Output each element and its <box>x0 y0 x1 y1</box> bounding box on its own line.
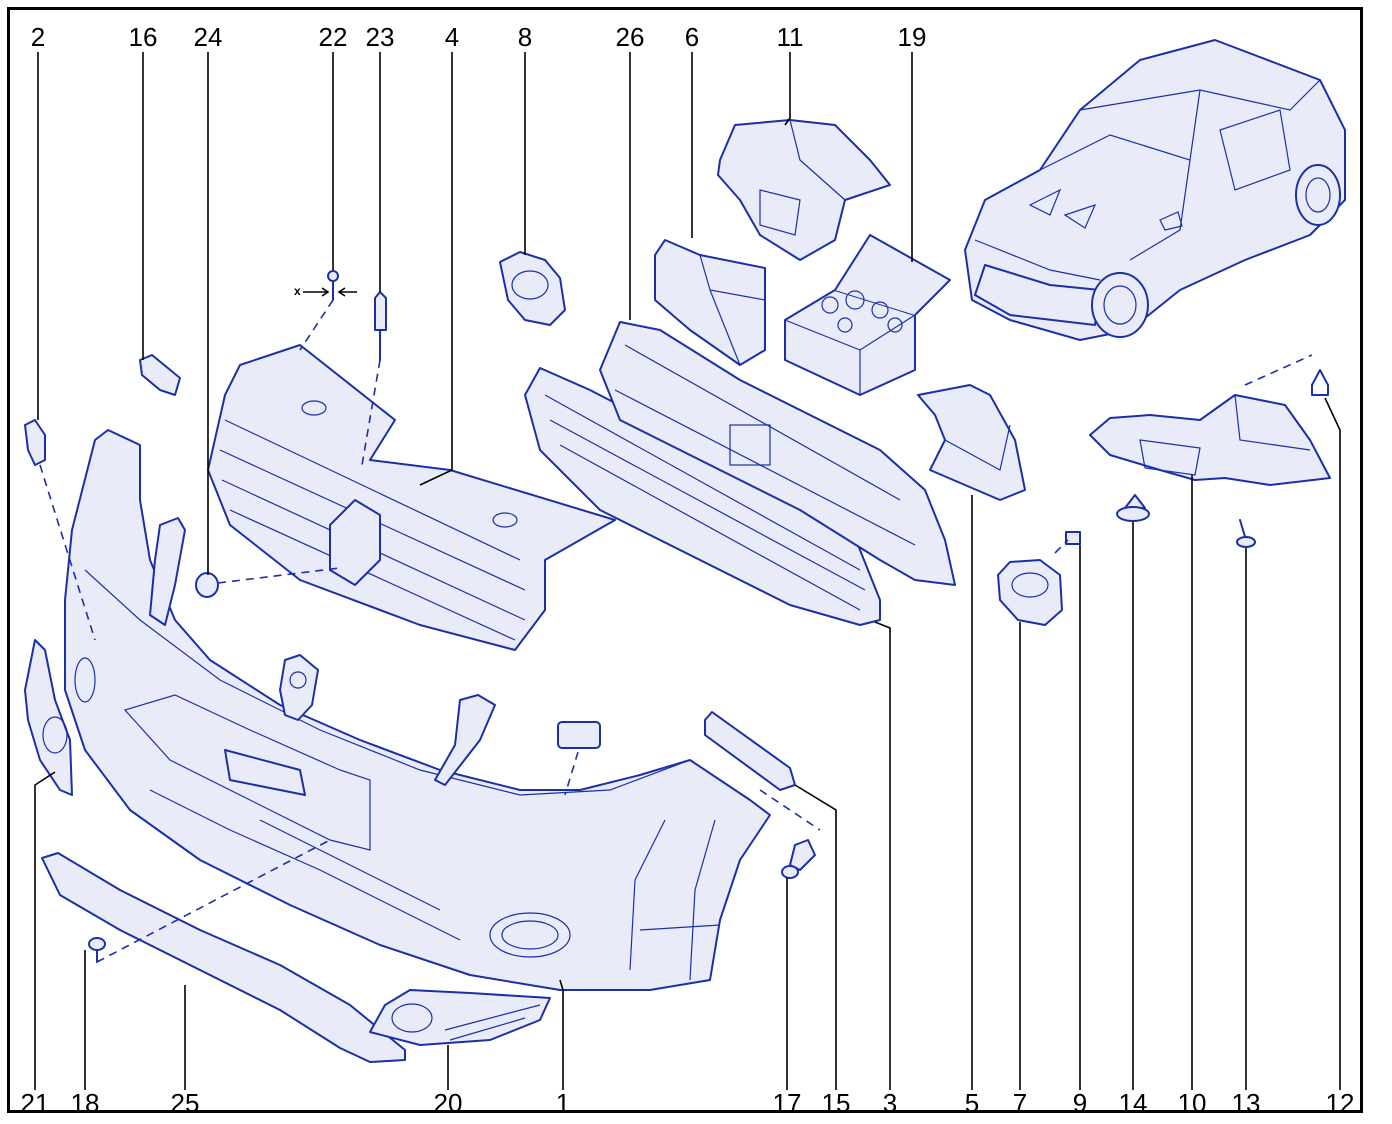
callout-14: 14 <box>1118 1088 1148 1118</box>
callout-19: 19 <box>897 22 927 52</box>
callout-26: 26 <box>615 22 645 52</box>
diagram-frame <box>7 7 1363 1113</box>
callout-22: 22 <box>318 22 348 52</box>
callout-7: 7 <box>1012 1088 1028 1118</box>
upper-grille-4 <box>207 344 616 651</box>
front-bumper-1 <box>64 429 771 991</box>
callout-17: 17 <box>772 1088 802 1118</box>
assembly-dashed-lines <box>39 299 1313 963</box>
callout-12: 12 <box>1325 1088 1355 1118</box>
callout-21: 21 <box>20 1088 50 1118</box>
callout-leader-lines <box>34 52 1341 1090</box>
small-brackets <box>24 354 796 796</box>
callout-11: 11 <box>776 22 804 52</box>
fog-lamp-surround-20 <box>369 989 551 1046</box>
callout-20: 20 <box>433 1088 463 1118</box>
clip-9 <box>1065 531 1081 545</box>
callout-8: 8 <box>517 22 533 52</box>
fasteners <box>88 270 1329 963</box>
callout-1: 1 <box>555 1088 571 1118</box>
grille-frame-26 <box>599 321 956 586</box>
dimension-label: x <box>294 284 301 298</box>
clip-8 <box>499 251 566 326</box>
lower-spoiler-25 <box>41 852 406 1063</box>
callout-5: 5 <box>964 1088 980 1118</box>
callout-15: 15 <box>821 1088 851 1118</box>
callout-25: 25 <box>170 1088 200 1118</box>
callout-23: 23 <box>365 22 395 52</box>
clip-7 <box>997 559 1063 626</box>
dimension-marker <box>303 287 357 297</box>
callout-24: 24 <box>193 22 223 52</box>
callout-16: 16 <box>128 22 158 52</box>
callout-18: 18 <box>70 1088 100 1118</box>
callout-3: 3 <box>882 1088 898 1118</box>
bracket-5 <box>917 384 1026 501</box>
parts-box <box>784 234 951 396</box>
lower-grille-3 <box>524 367 881 626</box>
callout-10: 10 <box>1177 1088 1207 1118</box>
callout-9: 9 <box>1072 1088 1088 1118</box>
bracket-10 <box>1089 394 1331 486</box>
callout-2: 2 <box>30 22 46 52</box>
callout-6: 6 <box>684 22 700 52</box>
bracket-11 <box>717 119 891 261</box>
car-illustration <box>964 39 1346 341</box>
air-duct-6 <box>654 239 766 366</box>
callout-13: 13 <box>1231 1088 1261 1118</box>
callout-4: 4 <box>444 22 460 52</box>
